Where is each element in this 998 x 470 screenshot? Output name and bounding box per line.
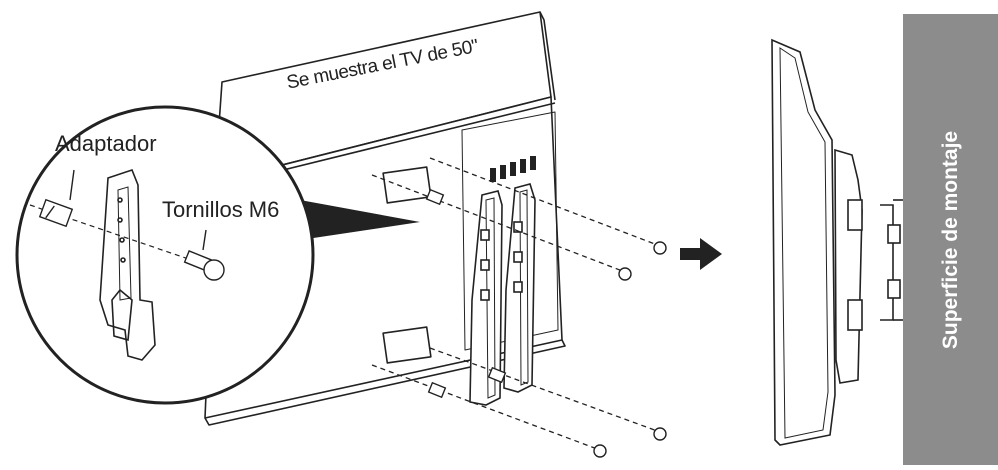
adapter-label: Adaptador	[55, 131, 157, 156]
tv-vent-bottom	[382, 326, 432, 364]
mounting-surface-panel: Superficie de montaje	[903, 14, 998, 465]
arrow-right-icon	[680, 238, 722, 270]
tv-bracket-left	[469, 190, 503, 406]
tv-vent-top	[382, 166, 432, 204]
screws-label: Tornillos M6	[162, 197, 280, 222]
magnified-adapter	[38, 169, 75, 228]
magnifier-circle	[15, 105, 315, 405]
magnified-dash	[29, 204, 216, 269]
tv-bracket-right	[503, 183, 536, 393]
tv-side-view	[771, 38, 903, 446]
alignment-lines	[371, 157, 661, 451]
mounting-surface-label: Superficie de montaje	[938, 130, 962, 349]
bracket-slots	[490, 156, 536, 182]
screw-icon	[593, 241, 667, 458]
adapter-icon	[425, 188, 507, 399]
callout-wedge	[300, 200, 420, 240]
magnified-screw	[183, 229, 225, 281]
magnified-bracket	[99, 169, 156, 361]
